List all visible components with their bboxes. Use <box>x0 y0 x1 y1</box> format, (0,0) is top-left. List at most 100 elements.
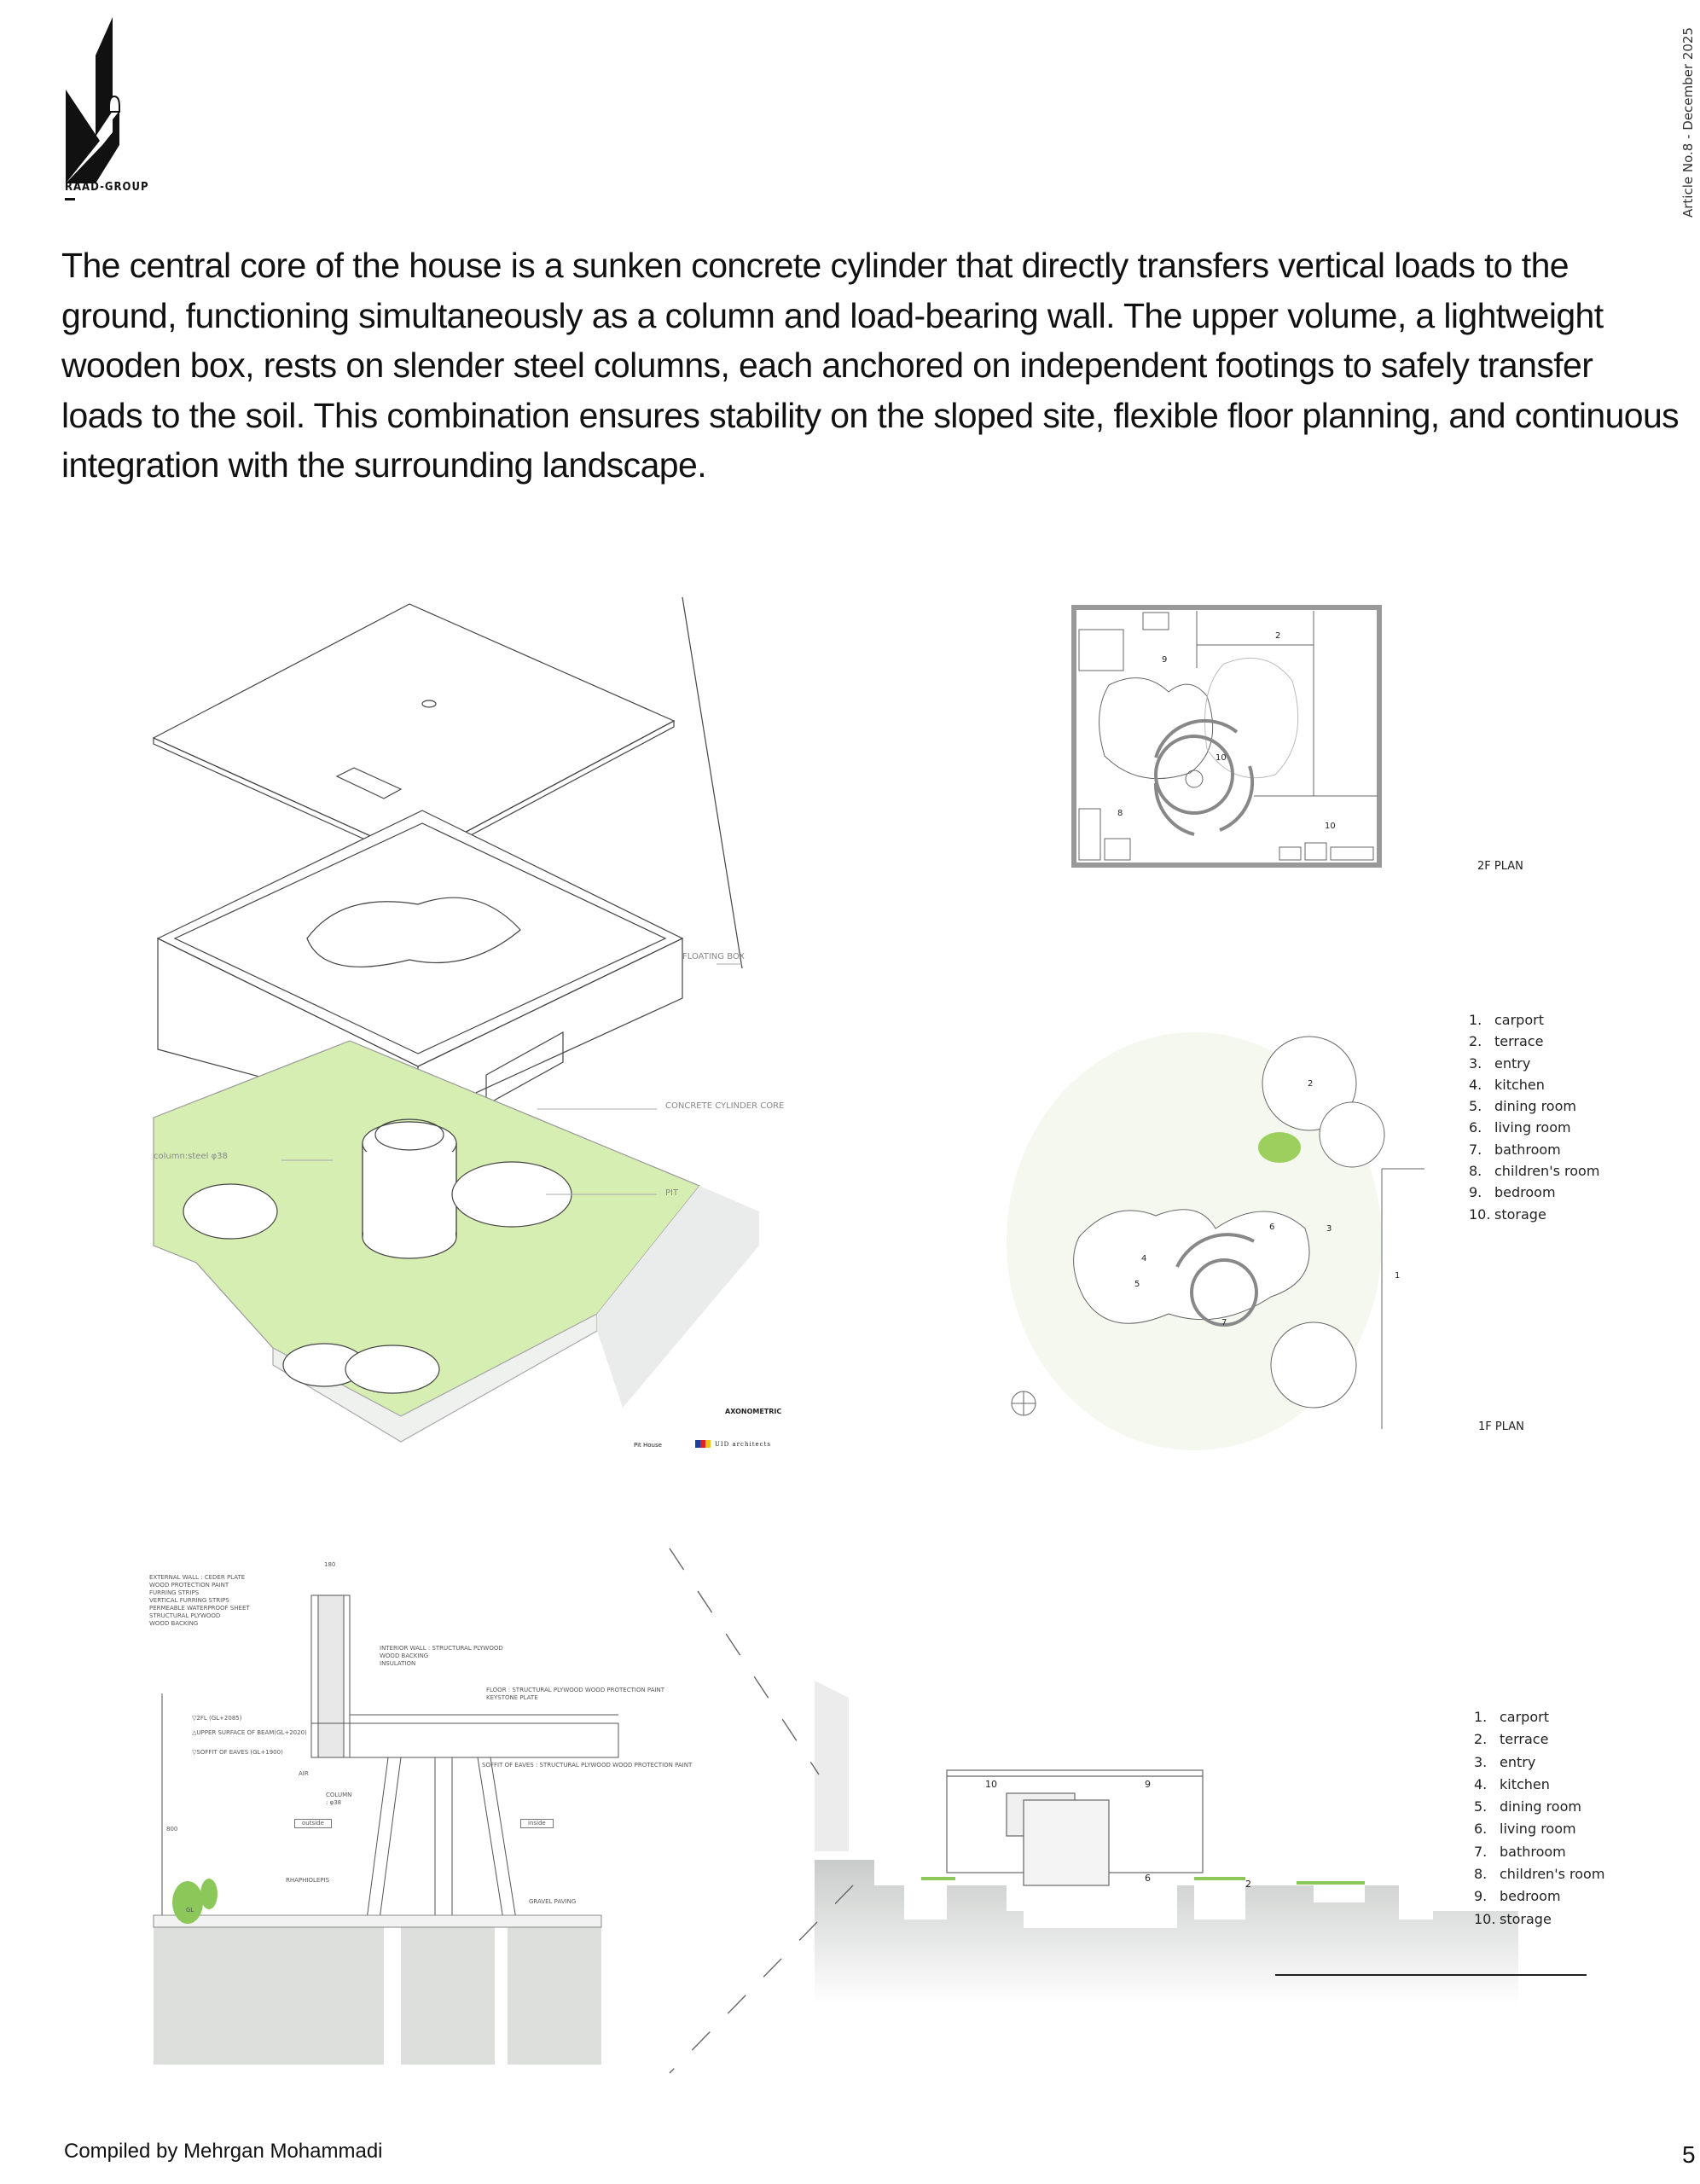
building-section: 10 9 6 2 <box>665 1544 1604 2082</box>
article-side-note: Article No.8 - December 2025 <box>1680 26 1696 218</box>
plan-2f-drawing <box>1071 605 1382 868</box>
label-interior-wall: INTERIOR WALL : STRUCTURAL PLYWOOD WOOD … <box>380 1645 503 1667</box>
plan-2f-title: 2F PLAN <box>1477 860 1523 873</box>
label-level-2fl: ▽2FL (GL+2085) <box>192 1715 242 1722</box>
legend-item: 7.bathroom <box>1469 1139 1599 1160</box>
project-name: Pit House <box>634 1442 662 1449</box>
legend-num: 9. <box>1474 1888 1488 1905</box>
plan-2f-room-9: 9 <box>1162 655 1168 665</box>
architect-name: UID architects <box>715 1441 771 1448</box>
legend-item: 3. entry <box>1474 1751 1604 1774</box>
legend-label: children's room <box>1500 1866 1605 1883</box>
legend-num: 6. <box>1474 1821 1488 1838</box>
legend-num: 4. <box>1474 1775 1488 1792</box>
legend-num: 2. <box>1474 1731 1488 1748</box>
plan-1f-drawing <box>1007 1032 1424 1450</box>
legend-item: 1.carport <box>1469 1009 1599 1031</box>
label-gravel: GRAVEL PAVING <box>529 1898 577 1905</box>
legend-item: 2. terrace <box>1469 1031 1599 1052</box>
label-soffit: SOFFIT OF EAVES : STRUCTURAL PLYWOOD WOO… <box>482 1762 693 1769</box>
plan-1f: 2 6 4 5 3 7 1 <box>998 1011 1424 1455</box>
legend-label: dining room <box>1500 1798 1581 1815</box>
legend-num: 5. <box>1474 1798 1488 1815</box>
legend-num: 10. <box>1469 1205 1491 1223</box>
legend-label: terrace <box>1500 1731 1549 1748</box>
legend-label: bathroom <box>1494 1141 1561 1158</box>
label-floor: FLOOR : STRUCTURAL PLYWOOD WOOD PROTECTI… <box>486 1687 665 1701</box>
plan-2f-room-2: 2 <box>1275 631 1281 641</box>
legend-item: 9. bedroom <box>1469 1182 1599 1203</box>
detail-section: EXTERNAL WALL : CEDER PLATE WOOD PROTECT… <box>145 1544 692 2073</box>
legend-label: carport <box>1494 1012 1544 1028</box>
legend-item: 2. terrace <box>1474 1728 1604 1751</box>
plan-1f-room-6: 6 <box>1269 1223 1275 1232</box>
legend-num: 6. <box>1469 1119 1482 1136</box>
detail-section-drawing <box>153 1594 619 2065</box>
legend-item: 4. kitchen <box>1469 1074 1599 1095</box>
label-soffit-level: ▽SOFFIT OF EAVES (GL+1900) <box>192 1749 283 1756</box>
dim-top: 180 <box>324 1561 336 1568</box>
section-room-6: 6 <box>1145 1873 1151 1884</box>
label-upper-beam: △UPPER SURFACE OF BEAM(GL+2020) <box>192 1729 307 1736</box>
label-air: AIR <box>299 1770 309 1777</box>
legend-num: 4. <box>1469 1076 1482 1093</box>
plan-2f-room-10: 10 <box>1325 822 1336 831</box>
legend-label: kitchen <box>1494 1076 1545 1093</box>
label-cylinder-core: CONCRETE CYLINDER CORE <box>665 1101 785 1111</box>
legend-item: 8. children's room <box>1474 1863 1604 1885</box>
logo-text: RAAD-GROUP <box>65 181 149 194</box>
logo-underline <box>65 198 75 200</box>
legend-label: children's room <box>1494 1163 1600 1180</box>
legend-label: bedroom <box>1494 1184 1556 1201</box>
intro-paragraph: The central core of the house is a sunke… <box>61 246 1680 485</box>
plan-1f-room-7: 7 <box>1221 1318 1227 1327</box>
label-outside: outside <box>294 1819 332 1828</box>
legend-item: 4.kitchen <box>1474 1774 1604 1796</box>
legend-item: 8. children's room <box>1469 1160 1599 1182</box>
legend-label: storage <box>1500 1910 1552 1927</box>
plan-1f-room-2: 2 <box>1308 1079 1314 1089</box>
label-inside: inside <box>520 1819 554 1828</box>
legend-num: 3. <box>1469 1054 1482 1072</box>
legend-item: 5. dining room <box>1474 1796 1604 1818</box>
legend-item: 6.living room <box>1469 1117 1599 1138</box>
legend-label: dining room <box>1494 1098 1576 1115</box>
section-legend: 1. carport 2. terrace 3. entry 4.kitchen 5.… <box>1474 1706 1604 1931</box>
legend-label: carport <box>1500 1709 1549 1725</box>
label-gl: GL <box>186 1907 194 1914</box>
raad-group-logo <box>66 17 120 183</box>
legend-item: 10.storage <box>1469 1204 1599 1225</box>
legend-num: 8. <box>1469 1163 1482 1180</box>
plan-2f-room-8: 8 <box>1117 809 1123 818</box>
label-external-wall: EXTERNAL WALL : CEDER PLATE WOOD PROTECT… <box>149 1574 250 1627</box>
legend-item: 7.bathroom <box>1474 1841 1604 1863</box>
legend-num: 2. <box>1469 1033 1482 1050</box>
legend-num: 5. <box>1469 1098 1482 1115</box>
legend-item: 3. entry <box>1469 1053 1599 1074</box>
legend-num: 9. <box>1469 1184 1482 1201</box>
legend-label: terrace <box>1494 1033 1544 1050</box>
plan-2f: 2 9 10 8 10 <box>1070 604 1386 870</box>
legend-num: 8. <box>1474 1866 1488 1883</box>
legend-num: 1. <box>1474 1709 1488 1725</box>
legend-label: entry <box>1494 1054 1531 1072</box>
legend-item: 10.storage <box>1474 1908 1604 1931</box>
axonometric-drawing: FLOATING BOX CONCRETE CYLINDER CORE colu… <box>145 596 810 1484</box>
legend-label: storage <box>1494 1205 1546 1223</box>
legend-num: 3. <box>1474 1753 1488 1770</box>
label-pit: PIT <box>665 1188 679 1198</box>
axonometric-illustration <box>152 596 759 1443</box>
legend-item: 9. bedroom <box>1474 1885 1604 1908</box>
legend-label: entry <box>1500 1753 1536 1770</box>
section-room-10: 10 <box>985 1779 997 1790</box>
legend-item: 6. living room <box>1474 1818 1604 1840</box>
plan-1f-room-3: 3 <box>1326 1224 1332 1234</box>
legend-label: living room <box>1500 1821 1576 1838</box>
section-room-2: 2 <box>1245 1879 1251 1890</box>
label-floating-box: FLOATING BOX <box>682 952 745 961</box>
building-section-drawing <box>669 1548 1587 2074</box>
plan-1f-title: 1F PLAN <box>1478 1420 1524 1433</box>
footer-credit: Compiled by Mehrgan Mohammadi <box>64 2140 383 2163</box>
legend-label: bedroom <box>1500 1888 1561 1905</box>
plan-2f-room-10-core: 10 <box>1216 753 1227 763</box>
